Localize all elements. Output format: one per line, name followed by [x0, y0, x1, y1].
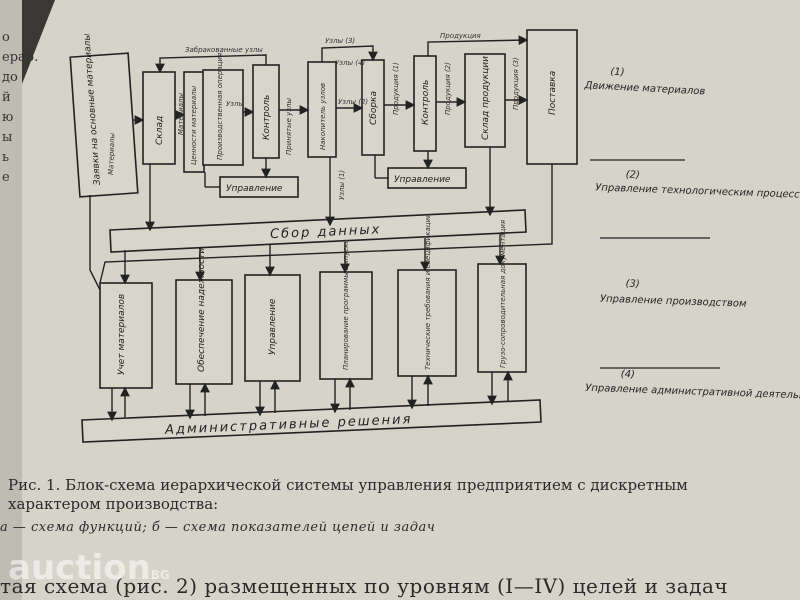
svg-text:Управление технологическим про: Управление технологическим процессом [595, 182, 800, 201]
flow-label: Принятые узлы [285, 97, 293, 155]
svg-text:(4): (4) [621, 369, 636, 380]
svg-text:Учет материалов: Учет материалов [117, 294, 127, 375]
svg-text:Сборка: Сборка [369, 91, 379, 125]
svg-text:Обеспечение надежности: Обеспечение надежности [197, 248, 207, 372]
bottom-box-reliability: Обеспечение надежности [175, 248, 233, 385]
level-4: (4) Управление административной деятельн… [585, 369, 800, 403]
svg-text:Управление: Управление [394, 175, 451, 185]
top-box-requests: Заявки на основные материалы [69, 33, 139, 198]
svg-text:Контроль: Контроль [262, 95, 272, 140]
watermark-main: auction [8, 548, 151, 588]
svg-text:Накопитель узлов: Накопитель узлов [319, 83, 327, 150]
level-1: (1) Движение материалов [583, 66, 705, 97]
control-box-2: Управление [387, 167, 467, 189]
flow-label: Узлы (4) [335, 59, 365, 67]
flow-label: Узлы (3) [325, 37, 355, 45]
svg-text:Движение материалов: Движение материалов [583, 80, 705, 97]
svg-text:Склад продукции: Склад продукции [481, 56, 491, 140]
svg-text:Управление административной де: Управление административной деятельность… [585, 383, 800, 403]
bottom-box-documentation: Грузо-сопроводительная документация [477, 220, 527, 373]
svg-text:Управление: Управление [226, 184, 283, 194]
svg-text:Управление производством: Управление производством [600, 294, 747, 310]
svg-text:Технические требования и специ: Технические требования и спецификации [424, 213, 432, 370]
level-3: (3) Управление производством [600, 278, 747, 310]
flow-label: Материалы [107, 132, 116, 175]
connection-lines [89, 35, 553, 422]
body-text-line: тая схема (рис. 2) размещенных по уровня… [0, 574, 729, 598]
svg-text:(3): (3) [625, 278, 640, 289]
svg-text:Ценности материалы: Ценности материалы [190, 85, 198, 165]
top-box-product-warehouse: Склад продукции [464, 53, 506, 148]
top-box-unit-accumulator: Накопитель узлов [307, 61, 337, 158]
control-box-1: Управление [219, 176, 299, 198]
flow-label: Узлы (1) [338, 170, 346, 200]
svg-text:(1): (1) [610, 66, 625, 78]
bottom-box-management: Управление [244, 274, 301, 382]
flow-label: Продукция (2) [444, 62, 452, 115]
bottom-box-planning: Планирование программы выпуска [319, 239, 373, 380]
figure-legend: а — схема функций; б — схема показателей… [0, 520, 436, 535]
admin-decisions-bar: Административные решения [81, 399, 542, 443]
flow-label: Продукция (1) [392, 62, 400, 115]
svg-text:Грузо-сопроводительная докумен: Грузо-сопроводительная документация [499, 220, 507, 368]
svg-text:Поставка: Поставка [548, 71, 558, 115]
left-strip-text: ю [2, 110, 14, 125]
left-strip-text: ы [2, 130, 13, 145]
flow-label: Узлы (2) [338, 98, 368, 106]
left-strip-text: о [2, 30, 10, 45]
svg-text:Склад: Склад [155, 116, 165, 145]
caption-title: Рис. 1. Блок-схема иерархической системы… [8, 476, 688, 513]
left-strip-text: ь [2, 150, 10, 165]
top-box-delivery: Поставка [526, 29, 578, 165]
left-page-edge: о ерар. до й ю ы ь е [0, 0, 38, 600]
top-box-control-2: Контроль [413, 55, 437, 152]
flow-label: Продукция [440, 32, 481, 40]
svg-text:Управление: Управление [268, 298, 278, 355]
flow-label: Узлы [226, 100, 244, 108]
svg-text:Контроль: Контроль [421, 80, 431, 125]
left-strip-text: й [2, 90, 11, 105]
left-strip-text: до [2, 70, 18, 85]
bottom-box-specs: Технические требования и спецификации [397, 213, 457, 377]
top-box-production-operation: Производственная операция [202, 53, 244, 166]
top-box-warehouse: Склад [142, 71, 176, 165]
top-box-values: Ценности материалы [183, 71, 205, 173]
data-collection-bar: Сбор данных [109, 209, 527, 253]
bottom-box-materials-accounting: Учет материалов [99, 282, 153, 389]
left-strip-text: ерар. [2, 50, 39, 65]
svg-text:Производственная операция: Производственная операция [216, 53, 224, 160]
svg-text:Сбор данных: Сбор данных [270, 222, 382, 242]
left-strip-text: е [2, 170, 10, 185]
flow-label: Продукция (3) [512, 57, 520, 110]
flow-label: Забракованные узлы [185, 46, 263, 54]
svg-text:Планирование программы выпуска: Планирование программы выпуска [342, 239, 350, 370]
top-box-assembly: Сборка [361, 59, 385, 156]
top-box-control-1: Контроль [252, 64, 280, 159]
level-2: (2) Управление технологическим процессом [595, 169, 800, 201]
figure-caption: Рис. 1. Блок-схема иерархической системы… [8, 476, 768, 514]
flow-label: Материалы [177, 93, 185, 135]
svg-text:(2): (2) [625, 169, 640, 180]
watermark-suffix: BG [150, 568, 170, 582]
watermark: auctionBG [8, 548, 170, 588]
